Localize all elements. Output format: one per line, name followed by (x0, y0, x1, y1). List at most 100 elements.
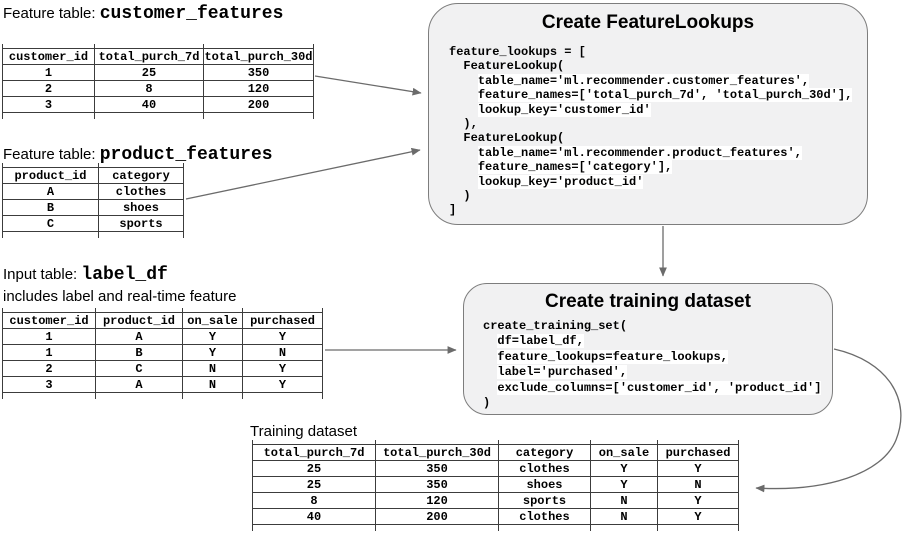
table-cell: 120 (375, 492, 499, 509)
column-header: total_purch_7d (252, 444, 376, 461)
column-header: category (98, 167, 184, 184)
code-line: ), (463, 117, 478, 132)
table-cell: clothes (98, 183, 184, 200)
table-cell: clothes (498, 508, 591, 525)
table-cell: 2 (2, 80, 95, 97)
table-cell: 8 (252, 492, 376, 509)
column-tick-row (2, 308, 323, 313)
table-cell: 1 (2, 64, 95, 81)
create-feature-lookups-box-title: Create FeatureLookups (541, 12, 755, 33)
column-tick (242, 392, 323, 399)
table-cell: Y (590, 460, 658, 477)
label-df-subtitle: includes label and real-time feature (3, 288, 237, 305)
column-tick (95, 392, 183, 399)
create-training-dataset-box: Create training dataset create_training_… (463, 283, 833, 415)
table-cell: N (590, 508, 658, 525)
table-cell: 1 (2, 344, 96, 361)
feature-lookups-code-block: feature_lookups = [ FeatureLookup( table… (449, 45, 853, 218)
column-tick (2, 112, 95, 119)
table-cell: C (2, 215, 99, 232)
code-line: lookup_key='customer_id' (477, 102, 651, 117)
code-line: feature_lookups = [ (449, 45, 586, 59)
table-cell: N (182, 360, 243, 377)
column-tick-row (2, 231, 184, 238)
label-df-title-code: label_df (81, 265, 168, 285)
table-cell: Y (182, 344, 243, 361)
table-cell: Y (242, 376, 323, 393)
table-cell: 3 (2, 376, 96, 393)
label-df-title: Input table: label_df (3, 266, 168, 284)
code-line: ] (449, 203, 457, 218)
table-cell: Y (657, 508, 739, 525)
table-cell: 40 (94, 96, 204, 113)
code-line: table_name='ml.recommender.customer_feat… (477, 73, 810, 88)
column-tick (94, 112, 204, 119)
column-tick-row (252, 440, 739, 445)
table-cell: 350 (375, 460, 499, 477)
training-dataset-title: Training dataset (250, 423, 358, 440)
create-feature-lookups-box: Create FeatureLookups feature_lookups = … (428, 3, 868, 225)
column-header: total_purch_7d (94, 48, 204, 65)
table-cell: shoes (98, 199, 184, 216)
column-tick-row (252, 524, 739, 531)
column-tick (657, 440, 739, 445)
column-header: purchased (657, 444, 739, 461)
code-line: feature_lookups=feature_lookups, (497, 349, 728, 364)
table-cell: B (2, 199, 99, 216)
table-cell: N (182, 376, 243, 393)
column-tick (252, 524, 376, 531)
create-training-dataset-box-title: Create training dataset (545, 291, 751, 312)
table-cell: shoes (498, 476, 591, 493)
column-tick-row (2, 163, 184, 168)
column-header: customer_id (2, 312, 96, 329)
column-tick (2, 231, 99, 238)
column-tick (498, 524, 591, 531)
code-line: FeatureLookup( (463, 131, 565, 146)
customer-features-title-code: customer_features (99, 4, 284, 24)
table-cell: A (2, 183, 99, 200)
code-line: table_name='ml.recommender.product_featu… (477, 145, 802, 160)
table-cell: N (657, 476, 739, 493)
table-cell: 3 (2, 96, 95, 113)
column-tick (375, 524, 499, 531)
column-tick-row (2, 392, 323, 399)
label-df-title-prefix: Input table: (3, 266, 82, 283)
arrow-customer-features-to-featurelookups (314, 75, 422, 96)
column-header: total_purch_30d (203, 48, 314, 65)
table-cell: clothes (498, 460, 591, 477)
table-cell: C (95, 360, 183, 377)
column-header: customer_id (2, 48, 95, 65)
table-cell: 25 (252, 460, 376, 477)
table-cell: 350 (203, 64, 314, 81)
column-tick-row (2, 112, 314, 119)
column-tick (657, 524, 739, 531)
table-cell: N (242, 344, 323, 361)
customer-features-title: Feature table: customer_features (3, 5, 283, 23)
table-cell: Y (590, 476, 658, 493)
table-cell: 2 (2, 360, 96, 377)
table-cell: 350 (375, 476, 499, 493)
table-cell: sports (498, 492, 591, 509)
table-cell: Y (182, 328, 243, 345)
table-cell: 25 (94, 64, 204, 81)
column-header: on_sale (590, 444, 658, 461)
